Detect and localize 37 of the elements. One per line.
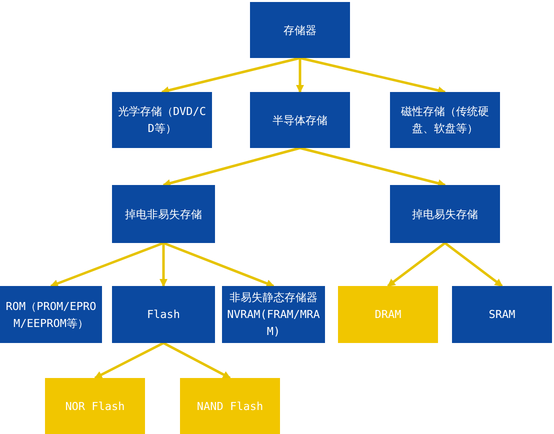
arrow	[300, 146, 446, 188]
box-label: NAND Flash	[196, 398, 264, 414]
process-box	[112, 286, 215, 343]
box-label: 掉电非易失存储	[125, 206, 202, 222]
process-box	[390, 92, 500, 148]
box-label: SRAM	[488, 307, 516, 323]
box-label: 磁性存储（传统硬盘、软盘等）	[400, 104, 490, 137]
box-label: ROM（PROM/EPROM/EEPROM等）	[5, 298, 97, 332]
process-box	[390, 185, 500, 243]
box-label: 非易失静态存储器 NVRAM(FRAM/MRAM)	[227, 290, 320, 340]
box-label: DRAM	[374, 307, 402, 323]
process-box	[180, 378, 280, 434]
arrow	[94, 342, 164, 380]
arrow	[160, 243, 168, 287]
process-box	[112, 92, 212, 148]
arrow	[163, 242, 274, 288]
arrow	[444, 242, 503, 287]
process-box	[250, 92, 350, 148]
arrow	[162, 146, 300, 188]
box-label: 半导体存储	[272, 112, 328, 128]
box-label: 存储器	[284, 22, 316, 38]
box-label: Flash	[146, 307, 180, 323]
arrow	[162, 342, 231, 380]
box-label: NOR Flash	[65, 398, 125, 414]
arrow	[161, 56, 300, 94]
process-box	[452, 286, 552, 343]
process-box	[45, 378, 145, 434]
arrow	[387, 242, 446, 287]
arrow	[50, 242, 164, 288]
process-box	[112, 185, 215, 243]
arrow	[296, 58, 304, 93]
process-box	[0, 286, 102, 343]
box-label: 光学存储（DVD/CD等）	[117, 104, 207, 137]
process-box	[338, 286, 438, 343]
box-label: 掉电易失存储	[412, 206, 478, 222]
process-box	[250, 2, 350, 58]
arrow	[300, 56, 446, 94]
